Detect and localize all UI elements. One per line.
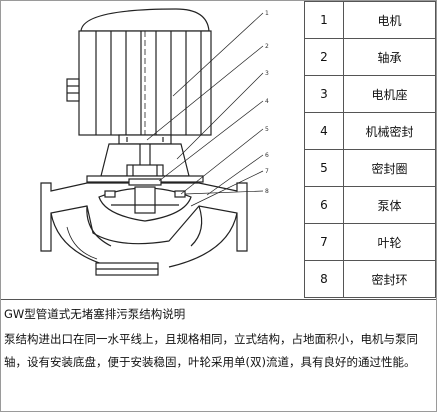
table-row: 6 泵体 bbox=[304, 186, 436, 224]
caption-box: GW型管道式无堵塞排污泵结构说明 泵结构进出口在同一水平线上，且规格相同，立式结… bbox=[1, 299, 436, 411]
part-name: 密封圈 bbox=[343, 149, 436, 187]
table-row: 7 叶轮 bbox=[304, 223, 436, 261]
part-name: 密封环 bbox=[343, 260, 436, 298]
part-name: 泵体 bbox=[343, 186, 436, 224]
part-number: 1 bbox=[304, 1, 344, 39]
table-row: 5 密封圈 bbox=[304, 149, 436, 187]
part-number: 8 bbox=[304, 260, 344, 298]
table-row: 2 轴承 bbox=[304, 38, 436, 76]
leader-lines bbox=[146, 12, 264, 207]
part-name: 机械密封 bbox=[343, 112, 436, 150]
callout-6: 6 bbox=[265, 152, 269, 159]
part-name: 电机 bbox=[343, 1, 436, 39]
table-row: 4 机械密封 bbox=[304, 112, 436, 150]
callout-4: 4 bbox=[265, 98, 269, 105]
motor-seat-drawing bbox=[100, 134, 190, 177]
parts-legend-table: 1 电机 2 轴承 3 电机座 4 机械密封 5 密封圈 6 泵体 7 叶轮 8 bbox=[304, 1, 436, 298]
part-number: 7 bbox=[304, 223, 344, 261]
part-number: 5 bbox=[304, 149, 344, 187]
table-row: 8 密封环 bbox=[304, 260, 436, 298]
part-name: 电机座 bbox=[343, 75, 436, 113]
part-number: 3 bbox=[304, 75, 344, 113]
callout-1: 1 bbox=[265, 10, 269, 17]
callout-5: 5 bbox=[265, 126, 269, 133]
motor-drawing bbox=[66, 8, 212, 221]
part-number: 2 bbox=[304, 38, 344, 76]
part-name: 轴承 bbox=[343, 38, 436, 76]
table-row: 1 电机 bbox=[304, 1, 436, 39]
table-row: 3 电机座 bbox=[304, 75, 436, 113]
caption-body: 泵结构进出口在同一水平线上，且规格相同，立式结构，占地面积小，电机与泵同轴，设有… bbox=[4, 332, 418, 369]
impeller-drawing bbox=[98, 178, 192, 222]
callout-numbers: 1 2 3 4 5 6 7 8 bbox=[265, 10, 269, 195]
part-name: 叶轮 bbox=[343, 223, 436, 261]
callout-8: 8 bbox=[265, 188, 269, 195]
callout-3: 3 bbox=[265, 70, 269, 77]
caption-title: GW型管道式无堵塞排污泵结构说明 bbox=[4, 307, 186, 321]
part-number: 6 bbox=[304, 186, 344, 224]
callout-2: 2 bbox=[265, 43, 269, 50]
callout-7: 7 bbox=[265, 168, 269, 175]
pump-cross-section-drawing: 1 2 3 4 5 6 7 8 bbox=[40, 8, 269, 276]
part-number: 4 bbox=[304, 112, 344, 150]
